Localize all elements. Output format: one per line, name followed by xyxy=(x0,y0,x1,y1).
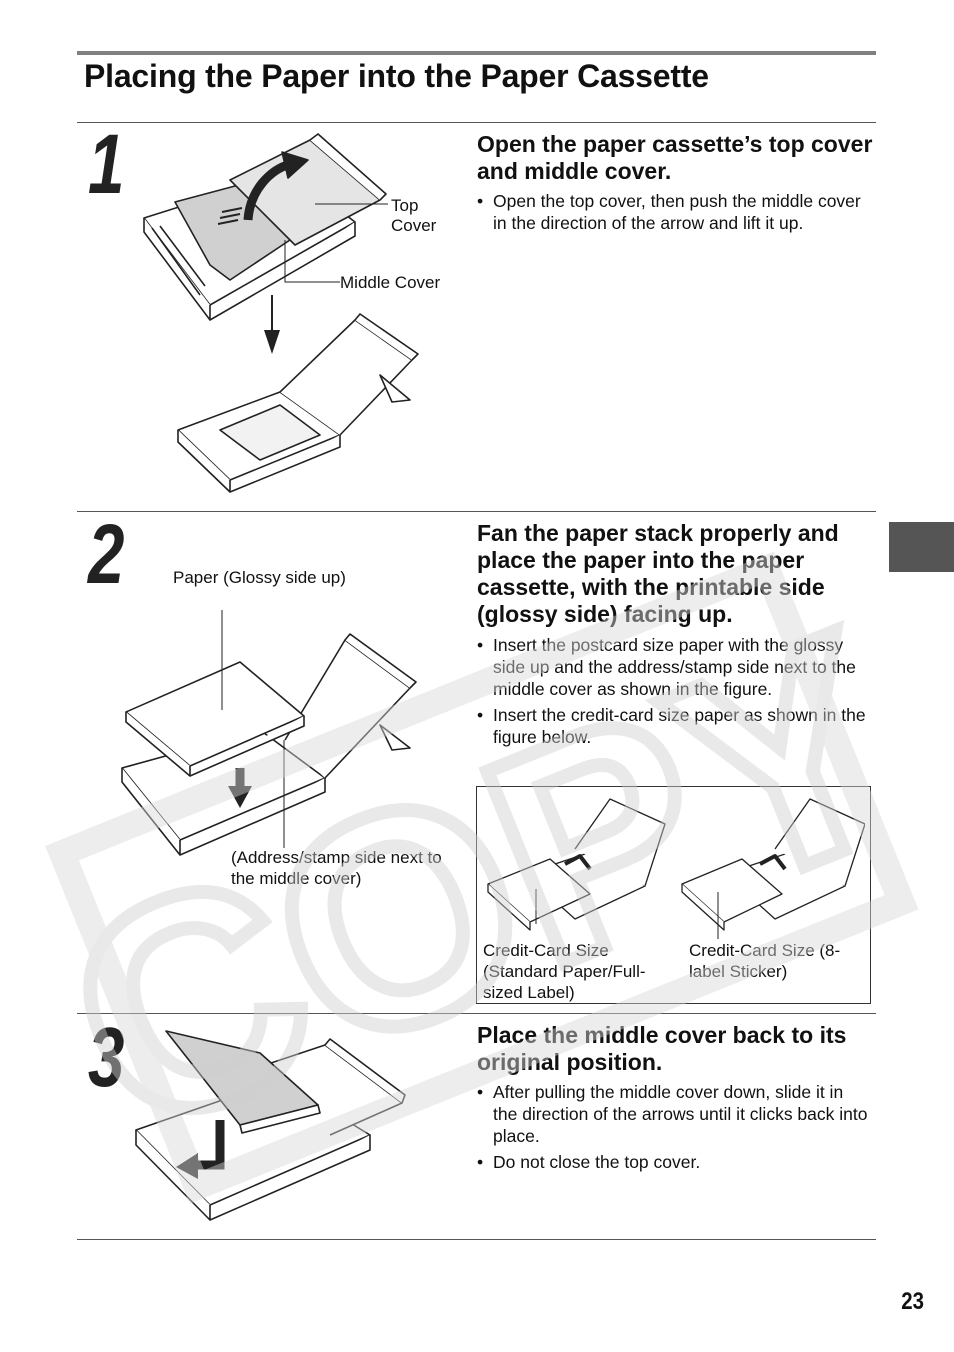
title-rule xyxy=(77,51,876,55)
step-3-heading: Place the middle cover back to its origi… xyxy=(477,1022,847,1075)
step-2-bullets: Insert the postcard size paper with the … xyxy=(477,634,872,752)
step-3-bullet-2: Do not close the top cover. xyxy=(477,1151,872,1173)
cassette-open-illustration xyxy=(143,133,419,493)
paper-insert-illustration xyxy=(121,610,417,856)
step-3-bullet-1: After pulling the middle cover down, sli… xyxy=(477,1081,872,1147)
middle-cover-label: Middle Cover xyxy=(340,273,441,292)
step-1-number: 1 xyxy=(88,117,125,211)
step-1-heading: Open the paper cassette’s top cover and … xyxy=(477,131,873,184)
bottom-divider xyxy=(77,1239,876,1240)
step-2-bullet-1: Insert the postcard size paper with the … xyxy=(477,634,872,700)
step-3-bullets: After pulling the middle cover down, sli… xyxy=(477,1081,872,1177)
address-stamp-label: (Address/stamp side next to the middle c… xyxy=(231,848,442,888)
top-cover-label: Top Cover xyxy=(391,196,446,236)
step-2-heading: Fan the paper stack properly and place t… xyxy=(477,520,839,627)
credit-card-illustrations xyxy=(487,798,865,939)
step-3-divider xyxy=(77,1013,876,1014)
step-3-number: 3 xyxy=(88,1010,125,1104)
credit-card-figure-box xyxy=(476,786,871,1004)
step-1-bullet-1: Open the top cover, then push the middle… xyxy=(477,190,872,234)
cc-sticker-label: Credit-Card Size (8-label Sticker) xyxy=(689,941,841,981)
step-2-bullet-2: Insert the credit-card size paper as sho… xyxy=(477,704,872,748)
top-cover-label-text: Top Cover xyxy=(391,196,437,235)
step-2-divider xyxy=(77,511,876,512)
page-number: 23 xyxy=(901,1288,924,1315)
cover-return-illustration xyxy=(135,1030,406,1221)
step-1-divider xyxy=(77,122,876,123)
chapter-tab xyxy=(889,522,954,572)
cc-standard-label: Credit-Card Size (Standard Paper/Full-si… xyxy=(483,941,646,1002)
paper-glossy-label: Paper (Glossy side up) xyxy=(173,568,346,587)
step-1-bullets: Open the top cover, then push the middle… xyxy=(477,190,872,238)
page-title: Placing the Paper into the Paper Cassett… xyxy=(84,58,709,94)
step-2-number: 2 xyxy=(88,507,125,601)
